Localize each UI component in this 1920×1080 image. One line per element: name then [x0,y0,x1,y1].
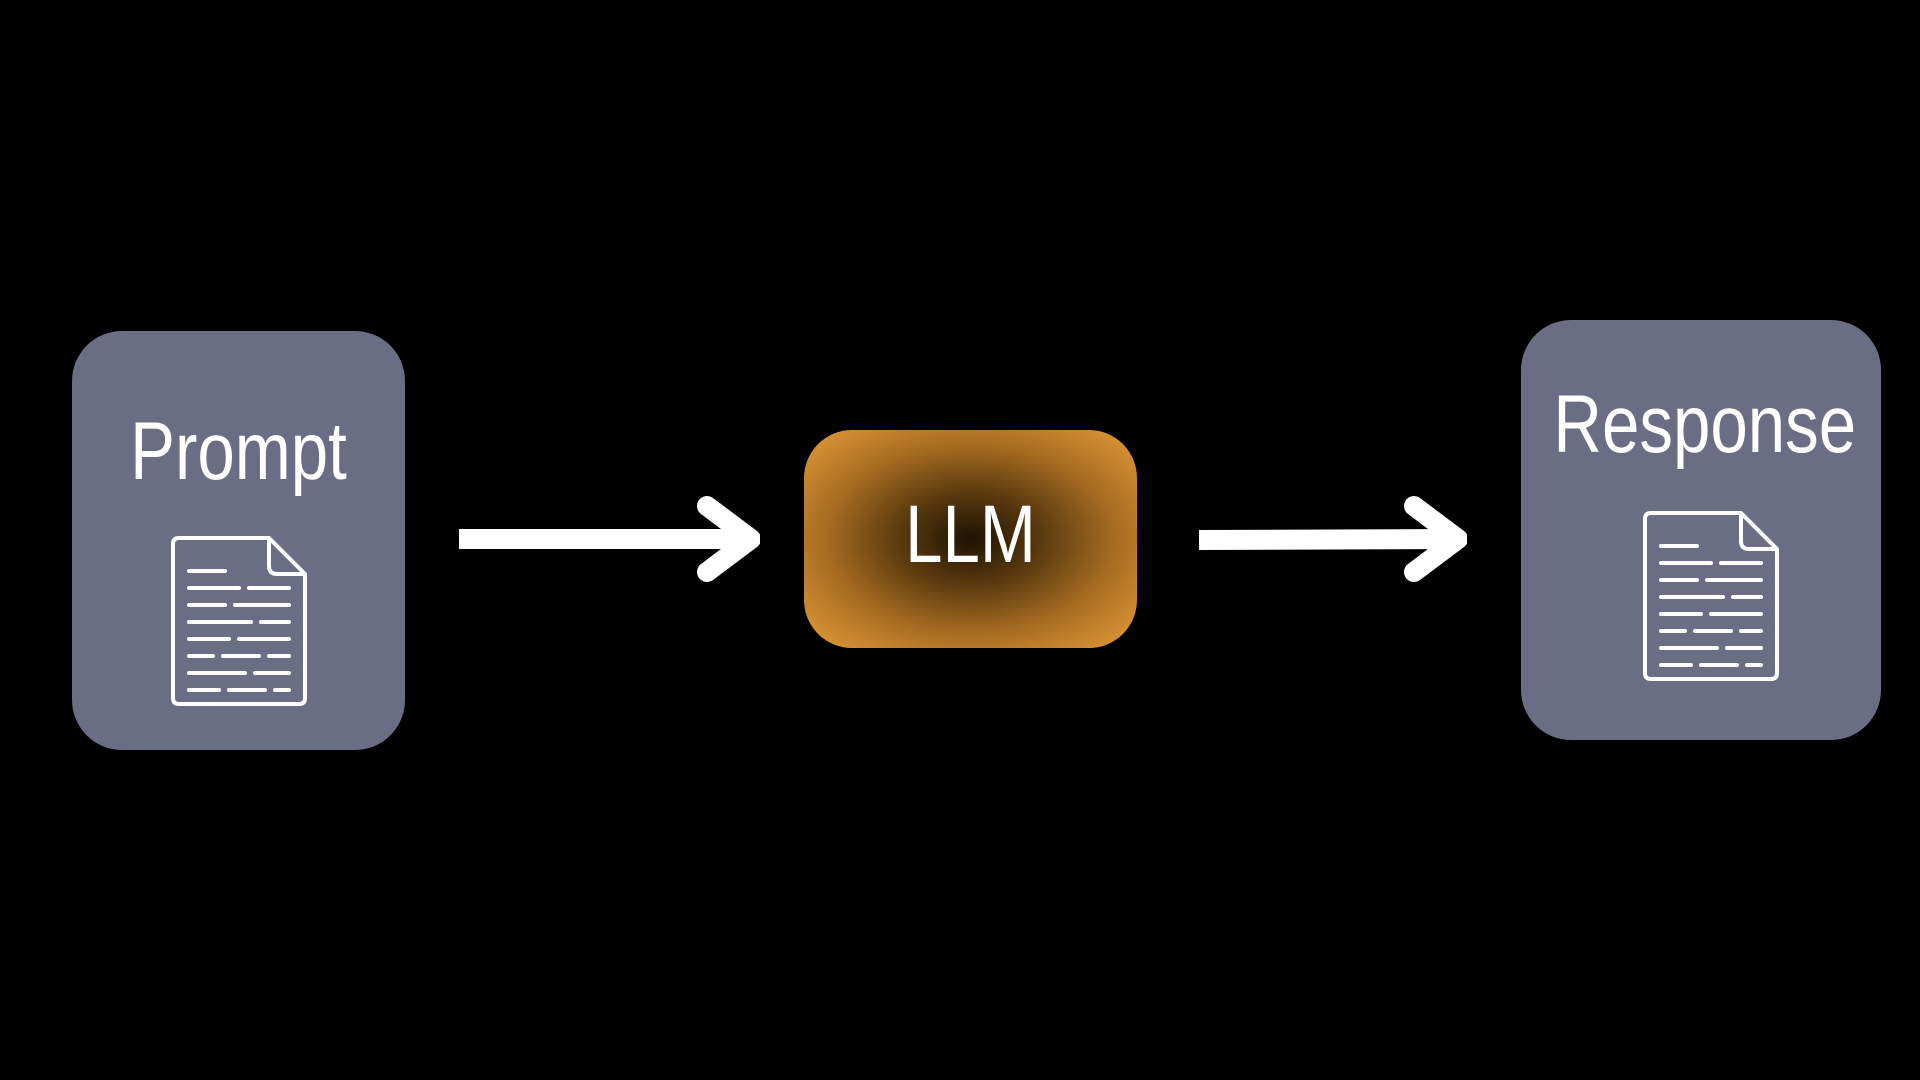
document-icon [171,536,307,706]
prompt-node: Prompt [72,331,405,750]
llm-node: LLM [804,430,1137,648]
document-icon [1643,511,1779,681]
response-node: Response [1521,320,1881,740]
llm-label: LLM [905,489,1036,580]
arrow-prompt-to-llm [459,496,760,582]
prompt-label: Prompt [130,406,347,497]
arrow-llm-to-response [1198,496,1467,582]
response-label: Response [1553,379,1857,470]
